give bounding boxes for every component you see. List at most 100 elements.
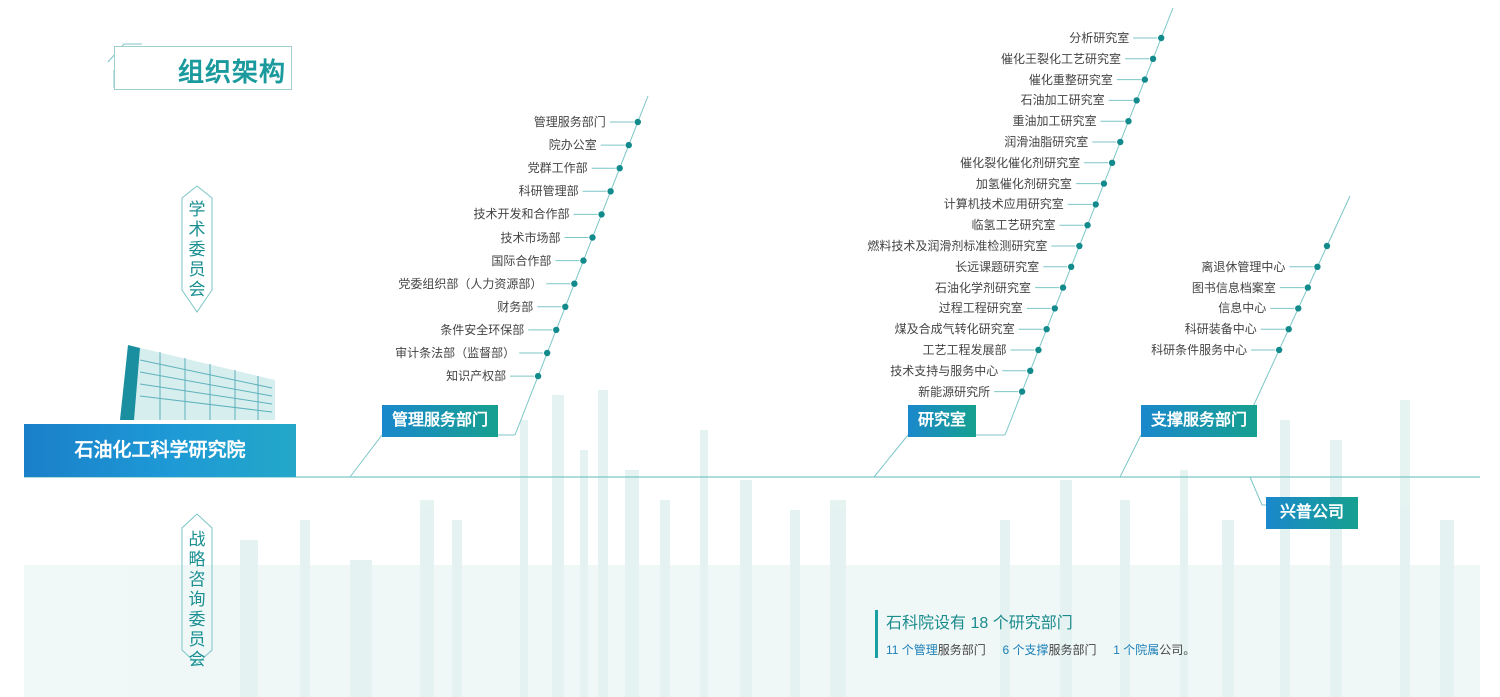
branch-item: 院办公室 <box>548 138 597 153</box>
branch-item: 技术开发和合作部 <box>473 207 570 222</box>
branch-item-dot <box>580 257 587 264</box>
strategic-frame <box>181 513 213 665</box>
branch-item-dot <box>1092 201 1099 208</box>
summary-mgmt-rest: 服务部门 <box>937 643 986 657</box>
academic-frame <box>181 185 213 313</box>
branch-item-dot <box>1133 97 1140 104</box>
branch-item-dot <box>1295 305 1302 312</box>
branch-item: 科研条件服务中心 <box>1151 343 1248 357</box>
academic-committee-label: 学术委员会 <box>184 200 210 300</box>
vertical-char: 员 <box>188 260 206 279</box>
branch-item: 条件安全环保部 <box>440 322 525 337</box>
company-link <box>1249 476 1266 506</box>
branch-item: 审计条法部（监督部） <box>395 346 516 360</box>
branch-item: 科研装备中心 <box>1184 322 1257 337</box>
branch-item-dot <box>1108 159 1116 166</box>
branch-item-dot <box>1149 55 1157 62</box>
branch-item-dot <box>1035 346 1042 354</box>
vertical-char: 询 <box>188 590 206 609</box>
branch-item: 润滑油脂研究室 <box>1004 135 1089 149</box>
branch-item: 煤及合成气转化研究室 <box>894 322 1015 337</box>
summary-affiliate-rest: 公司。 <box>1159 643 1196 657</box>
strategic-committee-label: 战略咨询委员会 <box>184 530 210 670</box>
branch-item-dot <box>1117 138 1124 146</box>
branch-item: 过程工程研究室 <box>938 301 1023 316</box>
branch-item: 技术支持与服务中心 <box>890 363 999 378</box>
vertical-char: 术 <box>188 220 206 239</box>
branch-item-dot <box>589 234 596 241</box>
branch-item: 催化重整研究室 <box>1028 72 1113 87</box>
branch-item-dot <box>1018 388 1026 395</box>
branch-item: 党委组织部（人力资源部） <box>398 276 543 291</box>
branch-item: 财务部 <box>497 299 534 314</box>
branch-item: 技术市场部 <box>500 230 561 245</box>
branch-item-dot <box>1275 346 1283 354</box>
branch-item: 管理服务部门 <box>533 115 606 129</box>
branch-item-dot <box>1304 284 1312 291</box>
branch-item-dot <box>598 211 605 218</box>
branch-management: 管理服务部门 <box>382 405 499 437</box>
branch-item-dot <box>607 188 614 195</box>
vertical-char: 会 <box>188 280 206 299</box>
branch-item-dot <box>616 165 623 172</box>
summary-affiliate-count: 1 个院属 <box>1113 643 1160 657</box>
branch-company: 兴普公司 <box>1266 497 1359 529</box>
vertical-char: 委 <box>188 610 206 629</box>
summary-accent-bar <box>875 610 878 658</box>
branch-item-dot <box>1314 263 1321 270</box>
branch-item: 国际合作部 <box>491 253 552 268</box>
branch-item-dot <box>1059 284 1067 291</box>
branch-item: 党群工作部 <box>527 161 588 176</box>
branch-base-link <box>1119 434 1142 478</box>
branch-research: 研究室 <box>908 405 977 437</box>
branch-item: 加氢催化剂研究室 <box>975 176 1072 191</box>
branch-item: 离退休管理中心 <box>1201 259 1286 274</box>
branch-item: 科研管理部 <box>518 184 579 199</box>
vertical-char: 员 <box>188 630 206 649</box>
branch-item: 燃料技术及润滑剂标准检测研究室 <box>867 239 1048 253</box>
summary-title: 石科院设有 18 个研究部门 <box>886 615 1073 632</box>
branch-item-dot <box>1084 222 1091 229</box>
vertical-char: 学 <box>188 200 206 219</box>
branch-item-dot <box>1076 242 1083 250</box>
institute-name: 石油化工科学研究院 <box>74 440 246 461</box>
title-frame-accent <box>107 43 142 63</box>
branch-item-dot <box>571 280 578 287</box>
branch-support: 支撑服务部门 <box>1141 405 1258 437</box>
branch-item-dot <box>1067 263 1075 270</box>
summary-mgmt-count: 11 个管理 <box>886 643 938 657</box>
branch-base-link <box>349 434 383 478</box>
branch-item: 工艺工程发展部 <box>922 343 1007 357</box>
branch-item: 重油加工研究室 <box>1012 114 1097 129</box>
vertical-char: 会 <box>188 650 206 669</box>
branch-item: 计算机技术应用研究室 <box>943 197 1064 212</box>
page-title: 组织架构 <box>178 57 287 87</box>
branch-item: 临氢工艺研究室 <box>971 218 1056 233</box>
branch-item-dot <box>1043 326 1050 333</box>
branch-item: 长远课题研究室 <box>955 259 1040 274</box>
vertical-char: 战 <box>188 530 206 549</box>
branch-item-dot <box>1141 76 1149 83</box>
branch-item: 石油化学剂研究室 <box>934 280 1031 295</box>
branch-item: 信息中心 <box>1218 301 1267 316</box>
institute-banner <box>24 424 296 477</box>
vertical-char: 略 <box>188 550 206 569</box>
branch-spine <box>1239 195 1351 436</box>
branch-item-dot <box>1125 118 1132 125</box>
branch-item-dot <box>1051 305 1059 312</box>
branch-item-dot <box>543 349 551 357</box>
branch-item: 知识产权部 <box>446 369 507 384</box>
branch-item: 图书信息档案室 <box>1191 280 1276 295</box>
branch-item-dot <box>1027 367 1034 374</box>
branch-item: 催化裂化催化剂研究室 <box>960 155 1081 170</box>
branch-item-dot <box>1100 180 1108 187</box>
branch-item-dot <box>562 303 569 310</box>
vertical-char: 委 <box>188 240 206 259</box>
summary-support-count: 6 个支撑 <box>1002 643 1049 657</box>
branch-item: 分析研究室 <box>1069 31 1130 45</box>
branch-base-link <box>873 434 909 478</box>
branch-item-dot <box>534 372 542 380</box>
